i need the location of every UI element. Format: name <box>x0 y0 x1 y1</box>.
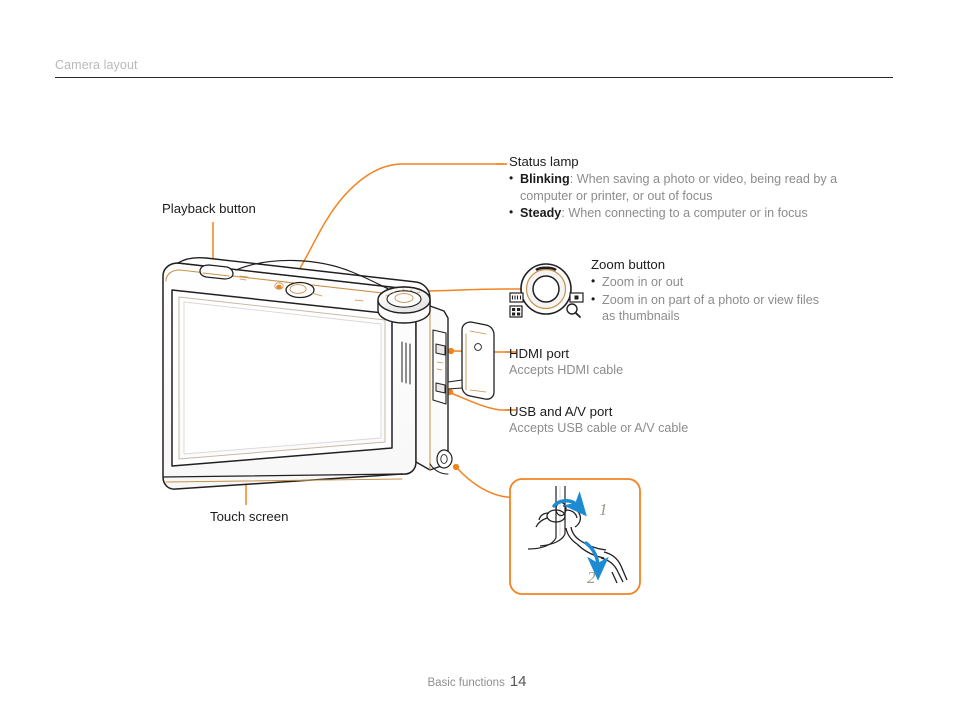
callout-hdmi-port-desc: Accepts HDMI cable <box>509 363 624 377</box>
camera-right-side <box>415 303 449 471</box>
leader-hdmi-port <box>451 350 516 353</box>
strap-cord <box>535 505 628 584</box>
camera-top-fold <box>165 269 401 296</box>
callout-zoom-button: Zoom button Zoom in or out Zoom in on pa… <box>591 256 851 325</box>
thumbnail-grid-icon <box>509 305 523 318</box>
list-item: Blinking: When saving a photo or video, … <box>509 170 869 204</box>
callout-playback-button: Playback button <box>162 200 256 217</box>
top-plane-marks <box>239 275 364 302</box>
strap-inset-camera-corner <box>527 486 566 550</box>
strap-arrows <box>552 491 609 581</box>
callout-touch-screen: Touch screen <box>210 508 288 525</box>
camera-top-arc <box>235 259 403 297</box>
leader-lines <box>212 163 521 505</box>
callout-hdmi-port-title: HDMI port <box>509 346 570 361</box>
touch-screen-surface <box>183 301 382 455</box>
port-bay-shape <box>432 329 447 405</box>
power-button-shape <box>285 281 323 299</box>
zoom-dial-outer <box>520 263 572 315</box>
status-lamp-steady-sep: : <box>561 206 569 221</box>
status-lamp-shape <box>274 282 284 290</box>
zoom-dial-mid <box>525 268 567 310</box>
list-item: Steady: When connecting to a computer or… <box>509 204 869 222</box>
page-header: Camera layout <box>55 58 893 78</box>
leader-dots <box>209 266 460 471</box>
zoom-button-item1-text: Zoom in or out <box>602 275 684 289</box>
callout-usb-av-port: USB and A/V port Accepts USB cable or A/… <box>509 403 789 437</box>
zoom-button-dial-shape <box>377 286 431 324</box>
footer-page-number: 14 <box>509 673 527 690</box>
speaker-grille-shape <box>401 341 411 385</box>
status-lamp-blinking-sep: : <box>569 172 577 186</box>
leader-strap-eyelet <box>456 467 520 498</box>
callout-usb-av-port-title: USB and A/V port <box>509 404 613 419</box>
magnifier-icon <box>566 303 581 318</box>
port-door-shape <box>447 321 495 400</box>
status-lamp-blinking-text2: computer or printer, or out of focus <box>520 188 713 203</box>
zoom-button-item2-text: Zoom in on part of a photo or view files <box>602 292 820 307</box>
strap-arrow-1 <box>552 491 587 517</box>
leader-usb-av-port <box>450 392 516 411</box>
touch-screen-bezel <box>171 289 393 467</box>
footer-section-label: Basic functions <box>427 677 505 689</box>
hdmi-port-shape <box>435 343 446 356</box>
zoom-dial-top-notch <box>535 266 557 272</box>
callout-status-lamp: Status lamp Blinking: When saving a phot… <box>509 153 869 222</box>
page-footer: Basic functions 14 <box>0 673 954 691</box>
zoom-dial-inner <box>532 275 560 303</box>
strap-inset-box: 1 2 <box>509 478 641 595</box>
dot-strap-eyelet <box>452 463 460 471</box>
leader-status-lamp <box>278 163 504 288</box>
camera-bottom-lip <box>162 473 403 478</box>
dot-touch-screen <box>242 406 250 414</box>
status-lamp-blinking-text: When saving a photo or video, being read… <box>576 172 838 186</box>
status-lamp-steady-label: Steady <box>520 206 562 221</box>
callout-touch-screen-title: Touch screen <box>210 509 289 524</box>
callout-playback-button-title: Playback button <box>162 201 256 216</box>
dot-zoom-button <box>413 287 421 295</box>
strap-inset-eyelet <box>555 501 567 517</box>
strap-eyelet-shape <box>429 449 453 475</box>
camera-top-plane <box>177 256 431 307</box>
dot-usb-av-port <box>446 388 454 396</box>
page-title: Camera layout <box>55 58 138 72</box>
camera-illustration <box>162 256 495 490</box>
list-item: Zoom in on part of a photo or view files… <box>591 291 851 325</box>
strap-step-1-label: 1 <box>599 500 608 519</box>
leader-zoom-button <box>417 288 521 292</box>
header-divider <box>55 77 893 78</box>
wide-angle-icon <box>509 292 524 303</box>
list-item: Zoom in or out <box>591 273 851 291</box>
dot-status-lamp <box>275 283 283 291</box>
telephoto-icon <box>569 292 584 303</box>
callout-usb-av-port-desc: Accepts USB cable or A/V cable <box>509 421 689 435</box>
callout-zoom-button-title: Zoom button <box>591 257 666 272</box>
dot-playback-button <box>209 266 217 274</box>
dot-hdmi-port <box>447 347 455 355</box>
camera-body-outline <box>162 262 417 490</box>
strap-step-2-label: 2 <box>587 568 596 587</box>
playback-button-shape <box>199 264 234 280</box>
touch-screen-bezel-inner <box>178 296 386 460</box>
usb-av-port-shape <box>435 382 446 394</box>
status-lamp-steady-text: When connecting to a computer or in focu… <box>568 206 808 221</box>
callout-status-lamp-list: Blinking: When saving a photo or video, … <box>509 170 869 222</box>
callout-hdmi-port: HDMI port Accepts HDMI cable <box>509 345 769 379</box>
strap-arrow-2 <box>584 541 609 581</box>
camera-bottom-lip-2 <box>165 478 403 483</box>
zoom-button-icon-group <box>509 263 584 318</box>
status-lamp-blinking-label: Blinking <box>520 172 570 186</box>
zoom-button-item2-text2: as thumbnails <box>602 309 680 324</box>
callout-zoom-button-list: Zoom in or out Zoom in on part of a phot… <box>591 273 851 325</box>
callout-status-lamp-title: Status lamp <box>509 154 579 169</box>
